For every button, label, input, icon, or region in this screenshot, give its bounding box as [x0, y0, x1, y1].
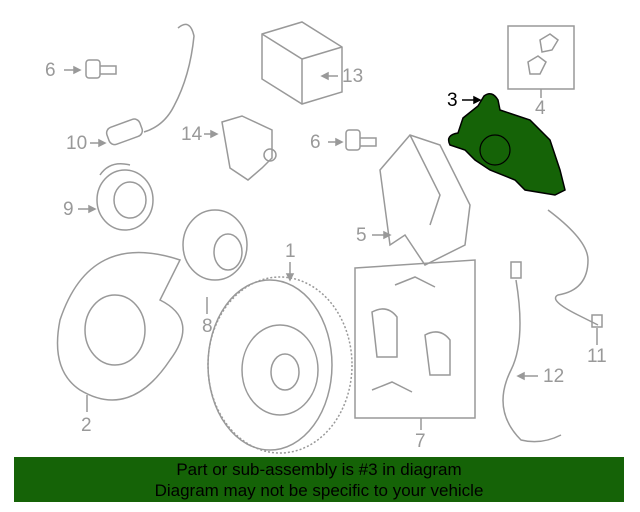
banner-line-part-number: Part or sub-assembly is #3 in diagram — [176, 460, 462, 479]
callout-11[interactable]: 11 — [587, 346, 607, 367]
bolt-part — [85, 59, 117, 79]
callout-13[interactable]: 13 — [342, 66, 364, 87]
control-module-part — [261, 21, 343, 105]
callout-6-second[interactable]: 6 — [310, 132, 321, 153]
wheel-hub-part — [182, 209, 248, 281]
brake-pad-kit-part — [354, 259, 476, 419]
callout-10[interactable]: 10 — [66, 133, 88, 154]
callout-4[interactable]: 4 — [535, 98, 546, 119]
callout-6[interactable]: 6 — [45, 60, 56, 81]
wear-sensor-part — [105, 23, 195, 146]
callout-5[interactable]: 5 — [356, 225, 367, 246]
brake-sensor-part — [221, 115, 277, 181]
callout-2[interactable]: 2 — [81, 415, 92, 436]
callout-12[interactable]: 12 — [543, 366, 565, 387]
callout-1[interactable]: 1 — [285, 241, 296, 262]
brake-caliper-part-highlighted[interactable] — [447, 93, 566, 196]
bolt-part — [345, 129, 377, 151]
callout-9[interactable]: 9 — [63, 199, 74, 220]
wheel-bearing-part — [96, 163, 154, 231]
brake-rotor-part — [207, 276, 353, 454]
callout-7[interactable]: 7 — [415, 431, 426, 452]
banner-line-disclaimer: Diagram may not be specific to your vehi… — [154, 481, 484, 500]
guide-pin-kit-part — [507, 25, 575, 90]
abs-sensor-wire-part — [502, 261, 562, 443]
caliper-bracket-part — [379, 134, 471, 266]
callout-3[interactable]: 3 — [447, 90, 458, 111]
callout-8[interactable]: 8 — [202, 316, 213, 337]
brake-hose-part — [547, 209, 603, 328]
callout-14[interactable]: 14 — [181, 124, 203, 145]
info-banner: Part or sub-assembly is #3 in diagram Di… — [14, 457, 624, 502]
splash-shield-part — [56, 251, 184, 401]
